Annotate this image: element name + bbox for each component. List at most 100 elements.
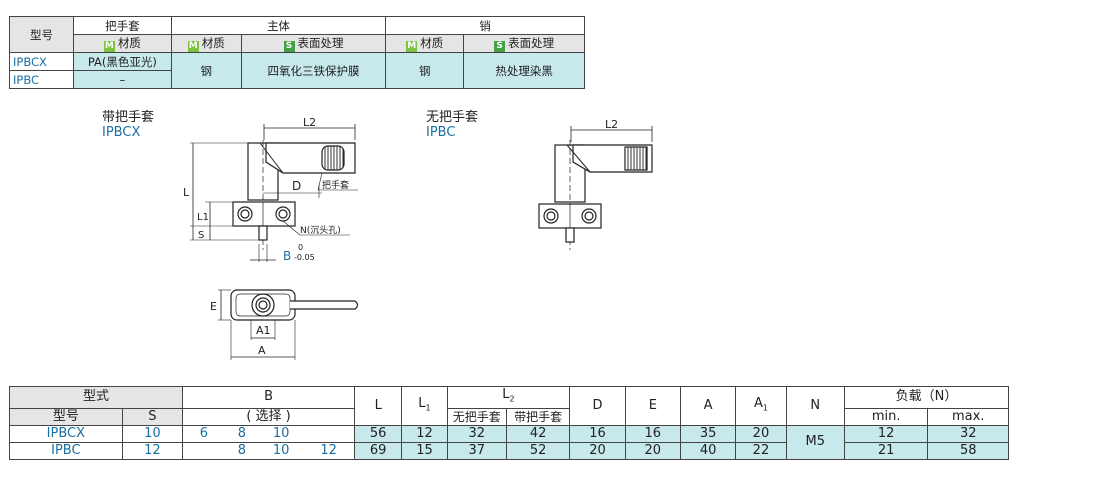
a-cell: 35 [679,424,737,443]
label-e: E [210,300,217,313]
left-drawing-model: IPBCX [102,125,141,140]
header-sleeve: 把手套 [72,16,172,35]
right-drawing-model: IPBC [426,125,456,140]
left-top-view [218,289,359,360]
a-cell: 40 [679,441,737,460]
l2-with-cell: 42 [505,424,571,443]
label-a1: A1 [256,324,271,337]
label-d: D [292,179,301,193]
header-b: B [182,386,356,409]
d-cell: 20 [569,441,626,460]
material-icon: M [187,41,199,52]
min-cell: 21 [843,441,929,460]
table-row: IPBCX 10 6 8 10 56 12 32 42 16 16 35 20 … [9,424,1009,460]
label-tol-lower: -0.05 [294,253,315,262]
b-cell: 8 [224,424,259,443]
body-block [232,201,296,227]
pin-surface-cell: 热处理染黑 [463,52,585,89]
d-cell: 16 [569,424,626,443]
header-type: 型式 [8,386,184,409]
sleeve-material-cell: – [72,70,172,89]
header-a1-sub: 1 [762,403,768,413]
body-surface-cell: 四氧化三铁保护膜 [240,52,387,89]
max-cell: 58 [927,441,1009,460]
header-l1-main: L [418,395,426,411]
table-row: IPBC 12 8 10 12 69 15 37 52 20 20 40 22 … [9,441,1009,460]
header-a1-main: A [753,395,763,411]
l2-without-cell: 37 [446,441,507,460]
e-cell: 20 [624,441,681,460]
header-l1: L1 [401,386,448,426]
header-material-text: 材质 [117,36,141,50]
header-surface-text: 表面处理 [508,36,555,50]
l1-cell: 15 [401,441,448,460]
body-material-cell: 钢 [170,52,242,89]
header-material-text: 材质 [420,36,444,50]
b-cell: 8 [224,441,259,460]
l-cell: 56 [354,424,403,443]
model-cell: IPBC [9,70,74,89]
header-pin: 销 [385,16,585,35]
label-a: A [258,344,266,357]
header-e: E [624,386,681,426]
model-cell: IPBC [9,441,123,460]
label-l2-right: L2 [605,118,618,131]
label-l: L [183,186,190,199]
left-drawing-title: 带把手套 [102,110,155,125]
s-cell: 12 [121,441,184,460]
header-d: D [569,386,626,426]
header-b-select: ( 选择 ) [182,407,356,426]
l-cell: 69 [354,441,403,460]
label-l2: L2 [303,116,316,129]
sleeve-material-cell: PA(黑色亚光) [72,52,172,71]
b-cell: 10 [258,441,304,460]
s-cell: 10 [121,424,184,443]
b-cell [182,441,225,460]
top-lever [290,300,359,310]
e-cell: 16 [624,424,681,443]
b-cell: 12 [303,441,356,460]
pin [258,225,268,241]
label-b: B [283,249,291,263]
header-l2-main: L [502,387,510,402]
b-cell: 6 [182,424,225,443]
l2-without-cell: 32 [446,424,507,443]
right-drawing-title: 无把手套 [426,110,479,125]
model-cell: IPBCX [9,424,123,443]
header-l1-sub: 1 [425,403,431,413]
b-cell: 10 [258,424,304,443]
header-load: 负载（N） [843,386,1010,409]
b-cell [303,424,356,443]
right-front-view [538,126,653,250]
header-l: L [354,386,403,426]
dimension-table: 型式 B L L1 L2 D E A A1 N 负载（N） 型号 S ( 选择 … [8,386,1010,460]
pin-material-cell: 钢 [385,52,465,89]
label-s: S [198,230,204,241]
header-a: A [679,386,737,426]
surface-icon: S [283,41,295,52]
l2-with-cell: 52 [505,441,571,460]
header-material-text: 材质 [201,36,225,50]
label-l1: L1 [197,212,209,223]
label-sleeve: 把手套 [322,179,349,191]
left-front-view [190,124,358,262]
header-s: S [121,407,184,426]
header-l2: L2 [446,386,571,409]
header-max: max. [927,407,1009,426]
header-surface-text: 表面处理 [297,36,344,50]
sleeve-grip [321,145,345,171]
material-icon: M [103,41,115,52]
header-min: min. [843,407,929,426]
label-n: N(沉头孔) [300,225,341,236]
a1-cell: 22 [735,441,787,460]
header-l2-without: 无把手套 [446,407,507,426]
model-cell: IPBCX [9,52,74,71]
l1-cell: 12 [401,424,448,443]
header-l2-sub: 2 [509,394,515,404]
surface-icon: S [494,41,506,52]
